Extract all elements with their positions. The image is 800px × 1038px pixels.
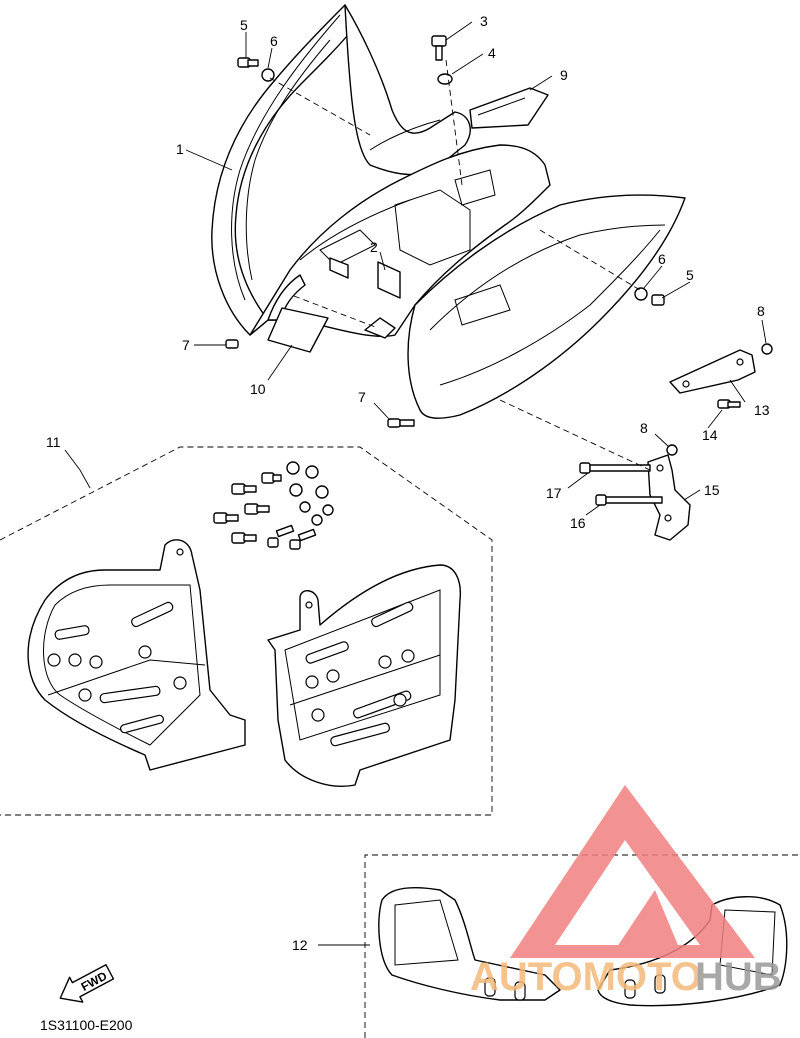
watermark-text-hub: HUB xyxy=(695,955,782,999)
callout-2: 2 xyxy=(370,239,378,255)
leader-lines xyxy=(64,21,767,946)
callout-14: 14 xyxy=(702,427,718,443)
callout-8b: 8 xyxy=(640,420,648,436)
callout-12: 12 xyxy=(292,937,308,953)
callout-9: 9 xyxy=(560,67,568,83)
watermark-text-automoto: AUTOMOTO xyxy=(470,955,702,999)
callout-10: 10 xyxy=(250,381,266,397)
callout-13: 13 xyxy=(754,402,770,418)
callout-1: 1 xyxy=(176,141,184,157)
callout-7a: 7 xyxy=(182,337,190,353)
bracket-part-15 xyxy=(647,454,691,541)
kit-12-foot-plates xyxy=(378,887,788,1007)
cover-plate-part-9 xyxy=(469,87,549,129)
callout-15: 15 xyxy=(704,482,720,498)
bracket-part-13 xyxy=(669,349,756,394)
fasteners xyxy=(225,35,773,506)
callout-labels: 1 2 3 4 5 5 6 6 7 7 8 8 9 10 11 12 13 14… xyxy=(46,13,770,953)
callout-16: 16 xyxy=(570,515,586,531)
mud-flap-part-10 xyxy=(267,307,329,353)
right-foot-guard xyxy=(267,564,462,787)
kit-11-hardware xyxy=(213,461,334,550)
callout-17: 17 xyxy=(546,485,562,501)
forward-arrow: FWD xyxy=(59,964,115,1003)
callout-3: 3 xyxy=(480,13,488,29)
callout-4: 4 xyxy=(488,45,496,61)
callout-6a: 6 xyxy=(270,33,278,49)
inner-flap-part-2 xyxy=(329,257,401,299)
callout-8a: 8 xyxy=(757,303,765,319)
left-foot-guard xyxy=(27,539,246,771)
callout-6b: 6 xyxy=(658,251,666,267)
watermark-triangle-logo xyxy=(510,785,755,958)
callout-7b: 7 xyxy=(358,389,366,405)
callout-5a: 5 xyxy=(240,17,248,33)
rear-fender xyxy=(211,4,686,419)
diagram-code: 1S31100-E200 xyxy=(40,1017,133,1033)
callout-11: 11 xyxy=(46,434,61,450)
callout-5b: 5 xyxy=(686,267,694,283)
automotohub-watermark: AUTOMOTO HUB xyxy=(470,785,782,999)
kit-11-outline xyxy=(0,446,493,816)
